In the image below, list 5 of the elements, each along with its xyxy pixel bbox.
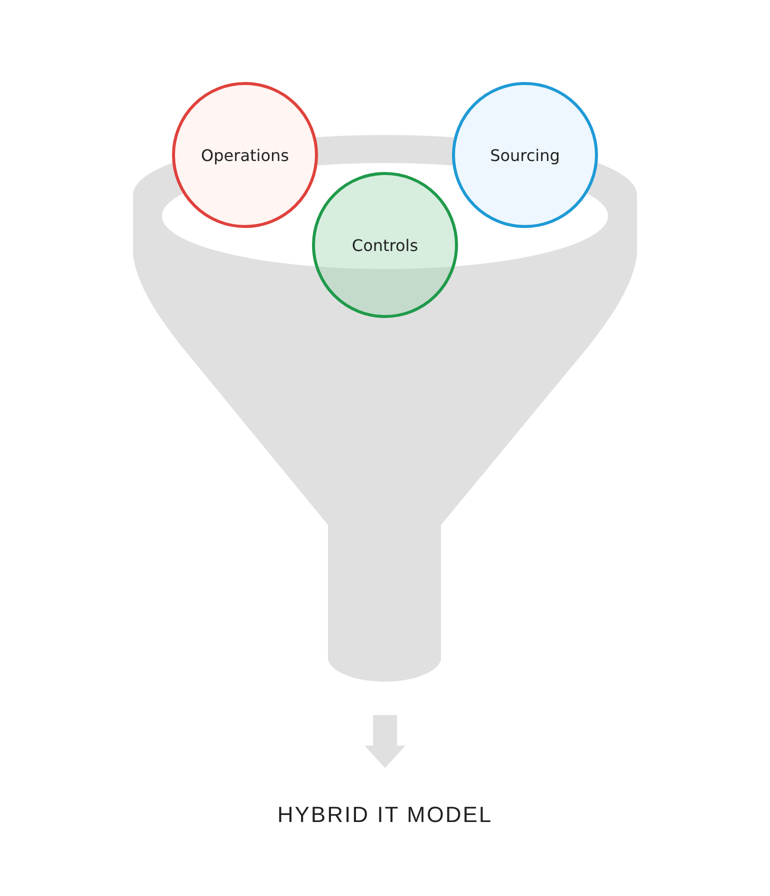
down-arrow <box>364 715 406 768</box>
node-label: Sourcing <box>490 146 560 164</box>
node-label: Controls <box>352 236 418 254</box>
result-label: HYBRID IT MODEL <box>277 802 493 828</box>
node-label: Operations <box>201 146 289 164</box>
